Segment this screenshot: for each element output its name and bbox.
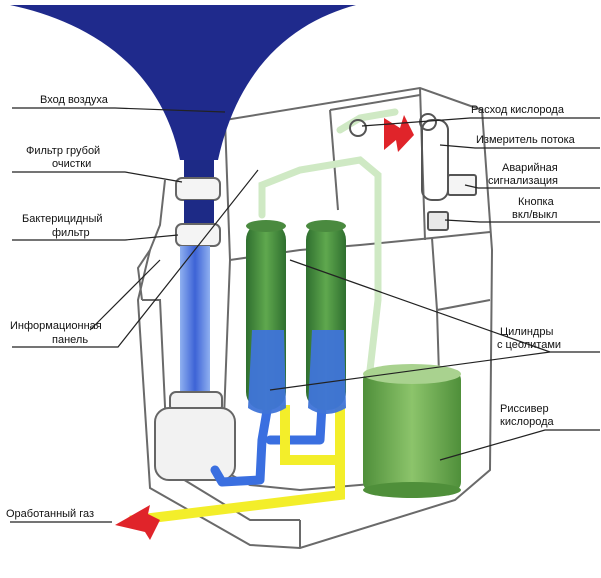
label-receiver-line1: Риссивер [500,403,549,415]
zeolite-cylinders [246,220,346,414]
label-exhaust: Оработанный газ [6,508,95,520]
label-button-line1: Кнопка [518,196,554,208]
label-info-panel-line2: панель [52,334,89,346]
oxygen-output-arrow [384,115,414,152]
oxygen-receiver [363,364,461,498]
label-alarm-line1: Аварийная [502,162,558,174]
label-oxygen-flow: Расход кислорода [471,104,564,116]
label-coarse-filter-line2: очистки [52,158,92,170]
internal-green-pipes [258,108,399,374]
control-panel [349,113,477,231]
label-flow-meter: Измеритель потока [476,134,575,146]
exhaust-arrow [115,505,160,540]
air-intake-funnel [10,5,356,160]
label-air-intake: Вход воздуха [40,94,108,106]
label-receiver-line2: кислорода [500,416,554,428]
filter-column [154,160,236,481]
yellow-exhaust-pipe [129,405,345,526]
leader-lines [10,107,600,523]
label-button-line2: вкл/выкл [512,209,558,221]
label-cylinders-line1: Цилиндры [500,326,554,338]
label-coarse-filter-line1: Фильтр грубой [26,145,101,157]
label-bact-filter-line2: фильтр [52,227,90,239]
label-alarm-line2: сигнализация [488,175,558,187]
label-bact-filter-line1: Бактерицидный [22,213,103,225]
label-cylinders-line2: с цеолитами [497,339,562,351]
label-info-panel-line1: Информационная [10,320,102,332]
